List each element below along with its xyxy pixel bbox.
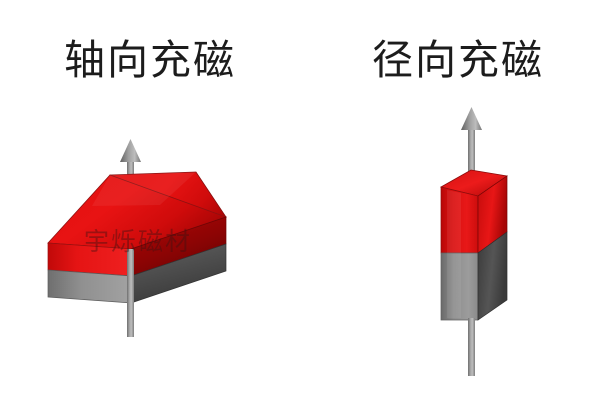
panel-axial-magnetization: 轴向充磁 — [64, 37, 234, 83]
panel-title-axial: 轴向充磁 — [64, 37, 236, 83]
panel-radial-magnetization: 径向充磁 — [300, 0, 600, 400]
panel-title-radial: 径向充磁 — [372, 37, 544, 83]
